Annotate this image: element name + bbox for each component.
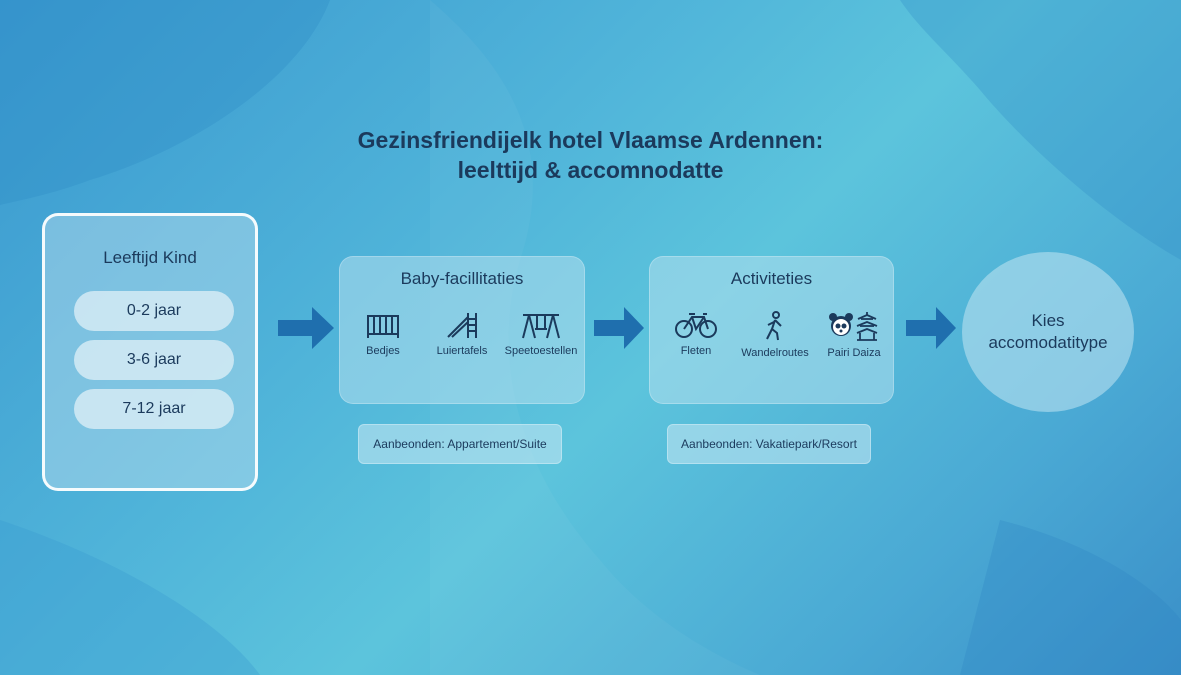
activities-title: Activiteties [730,269,813,288]
activity-item-label: Pairi Daiza [827,347,881,359]
age-option-3-6[interactable]: 3-6 jaar [74,340,234,380]
diagram-title-line-2: leelttijd & accomnodatte [457,157,724,183]
baby-item-label: Bedjes [366,345,400,357]
swing-icon [522,314,560,339]
age-panel-title: Leeftijd Kind [103,248,197,267]
crib-icon [367,315,399,338]
diagram-title-line-1: Gezinsfriendijelk hotel Vlaamse Ardennen… [357,127,824,153]
hiker-icon [766,311,782,341]
choose-accommodation-circle[interactable]: Kies accomodatitype [962,252,1134,412]
activity-item-label: Wandelroutes [741,347,809,359]
baby-item-label: Speetoestellen [504,345,578,357]
flow-arrow-3 [906,307,956,349]
age-panel: Leeftijd Kind 0-2 jaar 3-6 jaar 7-12 jaa… [42,213,258,491]
offer-apartment-suite: Aanbeonden: Appartement/Suite [358,424,562,464]
activity-item-wandelroutes: Wandelroutes [730,311,820,359]
bicycle-icon [675,313,717,338]
activity-item-pairi-daiza: Pairi Daiza [809,311,899,359]
baby-facilities-box: Baby-facillitaties Bedjes Luiertafels Sp… [339,256,585,404]
baby-facilities-title: Baby-facillitaties [400,269,524,288]
activity-item-label: Fleten [680,345,712,357]
age-option-7-12[interactable]: 7-12 jaar [74,389,234,429]
choose-accommodation-line-1: Kies [1031,311,1065,330]
flow-arrow-1 [278,307,334,349]
baby-item-luiertafels: Luiertafels [417,311,507,357]
baby-item-bedjes: Bedjes [338,311,428,357]
baby-item-label: Luiertafels [436,345,488,357]
activities-box: Activiteties Fleten Wandelroutes [649,256,894,404]
slide-icon [447,313,477,338]
choose-accommodation-line-2: accomodatitype [988,333,1108,352]
activity-item-fietsen: Fleten [651,311,741,357]
offer-vakantiepark-resort: Aanbeonden: Vakatiepark/Resort [667,424,871,464]
flow-arrow-2 [594,307,644,349]
baby-item-speeltoestellen: Speetoestellen [496,311,586,357]
age-option-0-2[interactable]: 0-2 jaar [74,291,234,331]
panda-pagoda-icon [829,312,878,341]
